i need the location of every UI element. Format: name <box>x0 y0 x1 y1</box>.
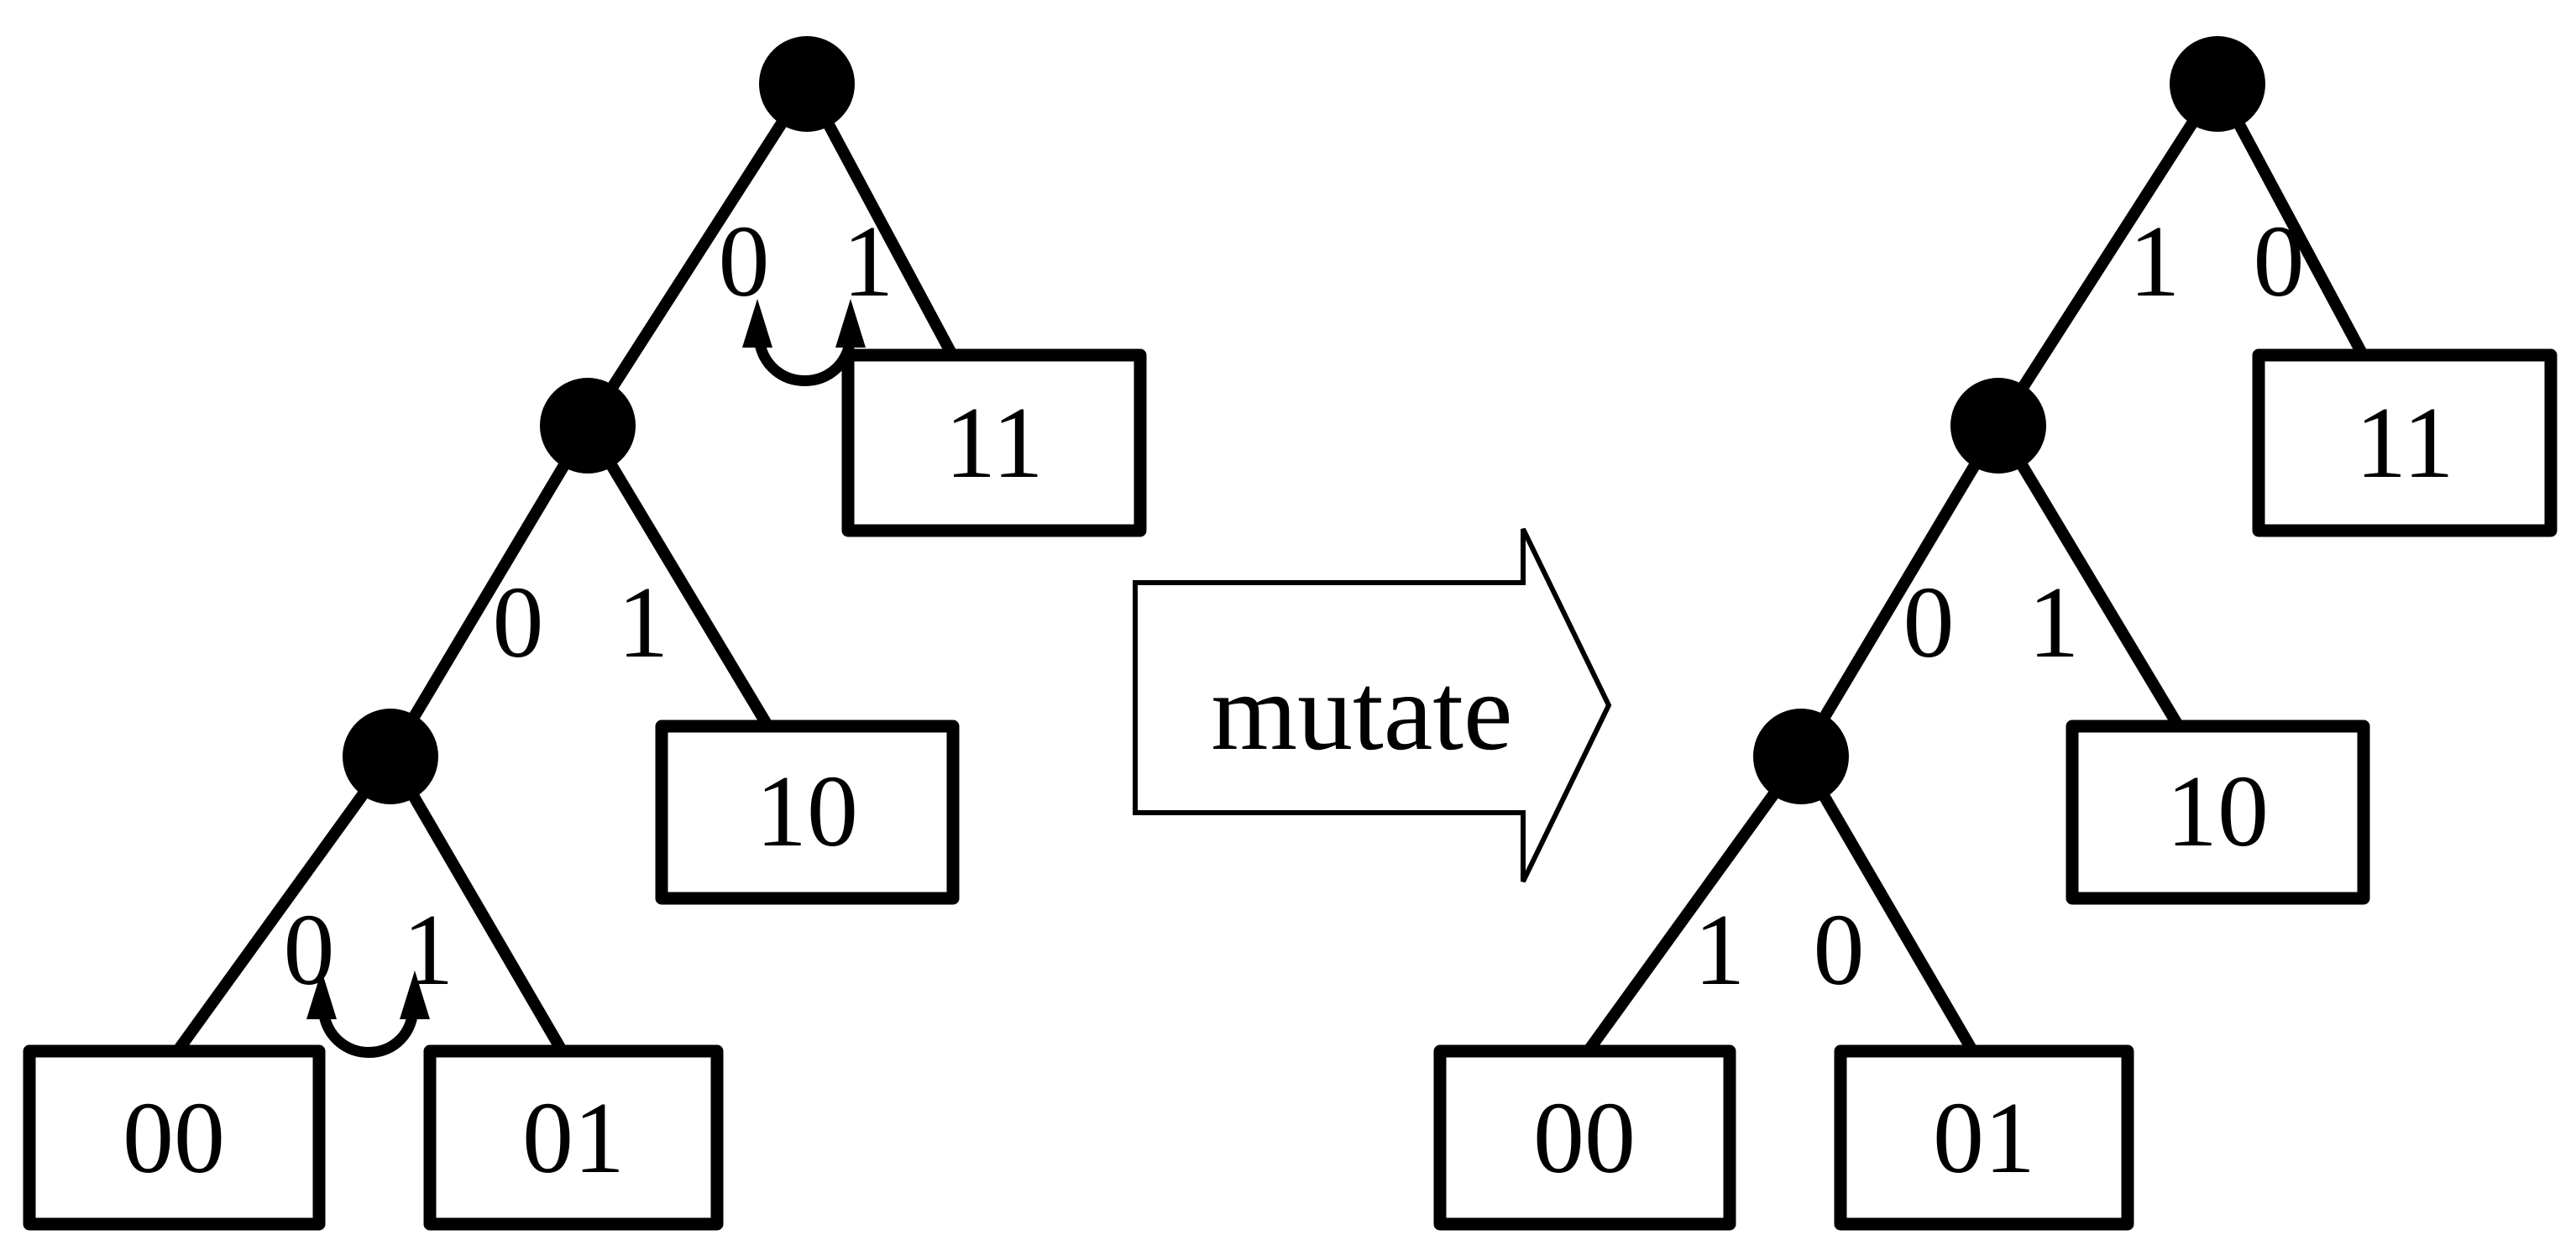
swap-arrow-icon <box>306 971 430 1058</box>
internal-node-icon <box>1753 709 1849 804</box>
leaf-label-10: 10 <box>756 755 858 868</box>
tree-edge <box>385 422 594 760</box>
leaf-box-01 <box>423 1044 724 1231</box>
leaf-label-00: 00 <box>123 1081 225 1195</box>
leaf-label-00: 00 <box>1533 1081 1636 1195</box>
internal-node-icon <box>343 709 438 804</box>
tree-edge <box>169 752 395 1060</box>
edge-label-root-left: 0 <box>719 205 770 318</box>
leaf-box-01 <box>1834 1044 2134 1231</box>
edge-label-mid-right: 1 <box>618 566 669 679</box>
left-tree: 11 10 00 01 0 1 0 1 0 1 <box>23 36 1147 1231</box>
tree-edge <box>1795 422 2004 760</box>
leaf-box-11 <box>841 348 1147 537</box>
root-node-icon <box>2170 36 2265 132</box>
edge-label-bottom-left: 1 <box>1694 893 1746 1007</box>
edge-label-mid-left: 0 <box>493 566 544 679</box>
leaf-label-01: 01 <box>1933 1081 2035 1195</box>
edge-label-mid-right: 1 <box>2029 566 2080 679</box>
mutate-arrow: mutate <box>1133 527 1612 883</box>
edge-label-mid-left: 0 <box>1903 566 1955 679</box>
mutate-label: mutate <box>1211 650 1512 773</box>
edge-label-bottom-right: 0 <box>1814 893 1865 1007</box>
internal-node-icon <box>540 378 636 474</box>
tree-edge <box>801 81 962 366</box>
tree-edge <box>2212 81 2373 366</box>
root-node-icon <box>759 36 855 132</box>
tree-edge <box>1795 753 1982 1060</box>
leaf-box-11 <box>2252 348 2558 537</box>
tree-edge <box>583 81 812 429</box>
right-tree: 11 10 00 01 1 0 0 1 1 0 <box>1433 36 2558 1231</box>
edge-label-root-right: 1 <box>843 205 894 318</box>
leaf-box-10 <box>2066 720 2370 905</box>
internal-node-icon <box>1950 378 2046 474</box>
tree-edge <box>582 422 778 737</box>
tree-edge <box>1579 752 1806 1060</box>
leaf-box-10 <box>655 720 960 905</box>
leaf-box-00 <box>1433 1044 1736 1231</box>
edge-label-root-left: 1 <box>2129 205 2181 318</box>
tree-edge <box>1992 422 2189 737</box>
edge-label-root-right: 0 <box>2254 205 2305 318</box>
tree-edge <box>1993 81 2223 429</box>
swap-arrow-icon <box>742 299 866 386</box>
leaf-box-00 <box>23 1044 326 1231</box>
leaf-label-10: 10 <box>2166 755 2269 868</box>
leaf-label-11: 11 <box>2355 386 2453 500</box>
leaf-label-11: 11 <box>945 386 1043 500</box>
tree-edge <box>385 753 571 1060</box>
leaf-label-01: 01 <box>522 1081 625 1195</box>
right-block-arrow-icon <box>1133 527 1612 883</box>
